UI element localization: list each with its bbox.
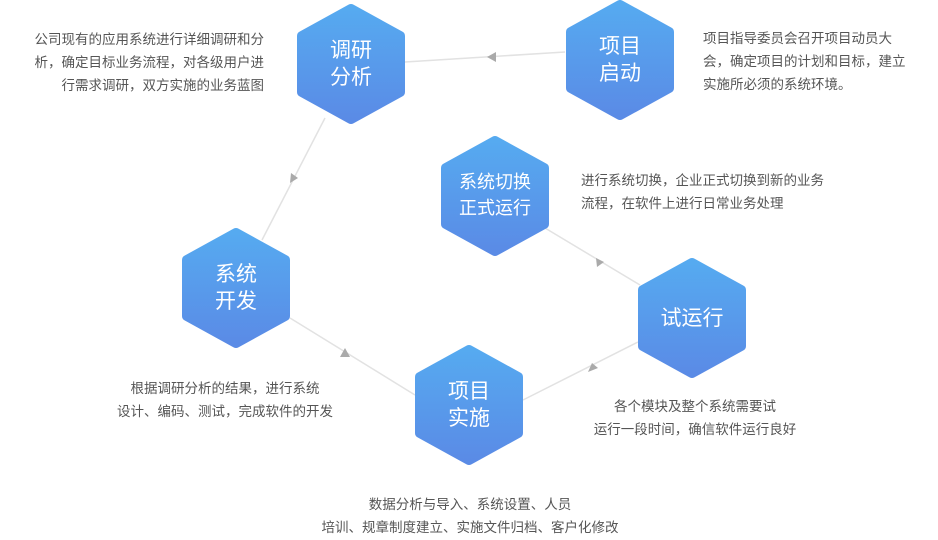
desc-line: 数据分析与导入、系统设置、人员 xyxy=(368,497,572,513)
step-title: 分析 xyxy=(330,65,372,89)
desc-line: 各个模块及整个系统需要试 xyxy=(614,399,776,415)
arrow-icon xyxy=(588,363,598,372)
connector-trial-golive xyxy=(544,227,641,286)
desc-line: 项目指导委员会召开项目动员大 xyxy=(703,31,892,47)
desc-line: 根据调研分析的结果，进行系统 xyxy=(130,381,320,397)
step-trial-hexagon: 试运行 xyxy=(637,257,747,379)
connector-implement-trial xyxy=(522,341,639,401)
arrow-icon xyxy=(596,258,604,267)
desc-line: 析，确定目标业务流程，对各级用户进 xyxy=(34,55,265,71)
desc-line: 行需求调研，双方实施的业务蓝图 xyxy=(61,78,265,94)
step-title: 启动 xyxy=(599,61,641,85)
arrow-icon xyxy=(340,348,350,357)
arrow-icon xyxy=(487,52,496,62)
desc-line: 公司现有的应用系统进行详细调研和分 xyxy=(34,32,265,48)
step-title: 项目 xyxy=(448,379,490,403)
desc-line: 会，确定项目的计划和目标，建立 xyxy=(703,54,906,70)
desc-line: 流程，在软件上进行日常业务处理 xyxy=(581,196,784,212)
arrow-icon xyxy=(290,173,298,183)
step-title: 试运行 xyxy=(660,305,724,330)
step-title: 项目 xyxy=(599,34,641,58)
desc-line: 培训、规章制度建立、实施文件归档、客户化修改 xyxy=(321,520,619,536)
desc-line: 进行系统切换，企业正式切换到新的业务 xyxy=(581,173,824,189)
step-golive-hexagon: 系统切换 正式运行 xyxy=(440,135,550,257)
step-research-hexagon: 调研 分析 xyxy=(296,3,406,125)
step-develop-hexagon: 系统 开发 xyxy=(181,227,291,349)
kickoff-description: 项目指导委员会召开项目动员大 会，确定项目的计划和目标，建立 实施所必须的系统环… xyxy=(703,28,906,97)
desc-line: 设计、编码、测试，完成软件的开发 xyxy=(117,404,333,420)
connector-develop-implement xyxy=(289,317,416,396)
research-description: 公司现有的应用系统进行详细调研和分 析，确定目标业务流程，对各级用户进 行需求调… xyxy=(0,29,265,98)
step-kickoff-hexagon: 项目 启动 xyxy=(565,0,675,121)
trial-description: 各个模块及整个系统需要试 运行一段时间，确信软件运行良好 xyxy=(570,396,820,442)
connector-kickoff-research xyxy=(404,51,566,63)
step-implement-hexagon: 项目 实施 xyxy=(414,344,524,466)
desc-line: 运行一段时间，确信软件运行良好 xyxy=(593,422,797,438)
desc-line: 实施所必须的系统环境。 xyxy=(703,77,852,93)
develop-description: 根据调研分析的结果，进行系统 设计、编码、测试，完成软件的开发 xyxy=(90,378,360,424)
golive-description: 进行系统切换，企业正式切换到新的业务 流程，在软件上进行日常业务处理 xyxy=(581,170,824,216)
step-title: 调研 xyxy=(330,38,372,62)
step-title: 实施 xyxy=(448,406,490,430)
step-title: 开发 xyxy=(215,289,257,313)
step-title: 系统切换 xyxy=(459,172,531,193)
step-title: 正式运行 xyxy=(459,198,531,219)
step-title: 系统 xyxy=(215,262,257,286)
implement-description: 数据分析与导入、系统设置、人员 培训、规章制度建立、实施文件归档、客户化修改 xyxy=(270,494,670,540)
